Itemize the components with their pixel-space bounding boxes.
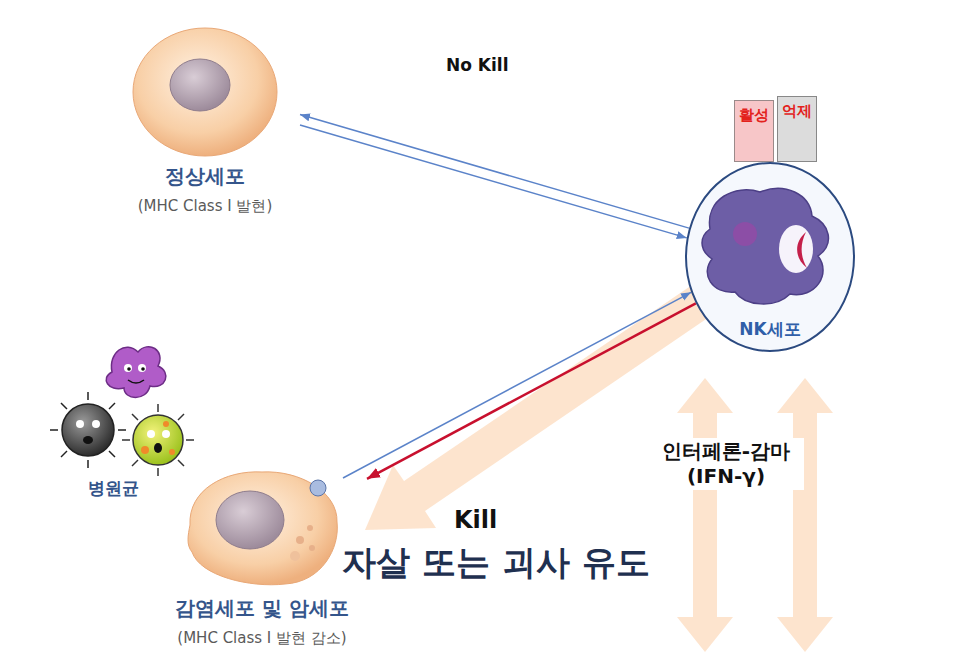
pathogen-yellow	[157, 468, 159, 476]
pathogen-yellow	[132, 414, 138, 420]
connector-arrow	[300, 125, 687, 238]
pathogen-yellow	[162, 430, 170, 438]
pathogen-yellow	[163, 421, 169, 427]
pathogen-yellow	[178, 460, 184, 466]
pathogen-yellow	[141, 446, 149, 454]
pathogen-purple	[141, 367, 145, 371]
nk-cell-picture	[797, 232, 807, 268]
edge-label: Kill	[452, 505, 499, 535]
node-title: NK세포	[739, 319, 800, 340]
normal-cell-picture	[133, 28, 277, 156]
infected-cell-picture	[216, 491, 284, 549]
ifn-arrow	[677, 378, 733, 652]
nk-cell-circle: NK세포	[685, 162, 855, 352]
node-title: 활성	[739, 106, 769, 125]
pathogen-black	[118, 429, 126, 431]
pathogen-black	[83, 436, 93, 444]
pathogen-yellow	[157, 404, 159, 412]
pathogen-purple	[106, 347, 166, 398]
pathogen-black	[109, 403, 115, 409]
pathogen-yellow	[169, 449, 175, 455]
nk-cell-picture	[702, 188, 828, 304]
normal-cell-picture	[133, 28, 277, 156]
pathogen-purple	[106, 347, 166, 398]
connector-arrow	[367, 303, 696, 478]
pathogen-yellow	[147, 430, 155, 438]
nk-cell-picture	[702, 188, 828, 304]
pathogen-purple	[128, 380, 144, 383]
pathogen-yellow	[132, 460, 138, 466]
node-title: 정상세포	[165, 164, 245, 189]
receptor-box: 억제	[777, 96, 817, 162]
nk-cell-picture	[779, 225, 813, 273]
pathogen-yellow	[154, 443, 162, 453]
pathogen-black	[87, 392, 89, 400]
nk-cell-picture	[686, 163, 854, 351]
infected-cell-picture	[307, 525, 313, 531]
pathogen-yellow	[122, 439, 130, 441]
pathogen-yellow	[122, 404, 194, 476]
infected-cell-picture	[296, 536, 304, 544]
infected-cell-picture	[309, 545, 315, 551]
node-subtitle: (MHC Class I 발현 감소)	[177, 629, 346, 648]
infected-cell-picture	[310, 480, 326, 496]
nk-cell-picture	[733, 222, 757, 246]
cell-node: 정상세포 (MHC Class I 발현)	[110, 22, 300, 222]
normal-cell-picture	[170, 59, 230, 111]
pathogen-yellow	[133, 415, 183, 465]
receptor-box: 활성	[734, 100, 774, 162]
pathogen-black	[50, 392, 126, 468]
node-subtitle: (MHC Class I 발현)	[138, 197, 273, 216]
pathogen-black	[76, 420, 84, 428]
pathogen-black	[62, 404, 114, 456]
effect-label: 자살 또는 괴사 유도	[342, 541, 650, 584]
infected-cell-picture	[188, 472, 337, 585]
pathogen-black	[92, 420, 100, 428]
ifn-arrow	[777, 378, 833, 652]
node-title: 억제	[782, 102, 812, 121]
pathogen-purple	[124, 364, 132, 372]
connector-arrow	[300, 115, 689, 229]
pathogen-black	[61, 451, 67, 457]
pathogen-black	[61, 403, 67, 409]
infected-cell-picture	[290, 551, 300, 561]
nk-cell-picture	[686, 163, 854, 351]
pathogen-black	[50, 429, 58, 431]
pathogen-black	[87, 460, 89, 468]
cytokine-label: 인터페론-감마 (IFN-γ)	[648, 438, 804, 490]
cell-node: 감염세포 및 암세포 (MHC Class I 발현 감소)	[157, 478, 367, 654]
pathogen-purple	[138, 364, 146, 372]
pathogen-label: 병원균	[88, 478, 139, 499]
pathogen-yellow	[186, 439, 194, 441]
pathogen-yellow	[178, 414, 184, 420]
connector-arrow	[343, 292, 691, 478]
node-title: 감염세포 및 암세포	[175, 596, 349, 621]
kill-band-arrow	[365, 283, 715, 530]
pathogen-black	[109, 451, 115, 457]
edge-label: No Kill	[444, 55, 510, 76]
infected-cell-picture	[188, 472, 337, 585]
pathogen-purple	[127, 367, 131, 371]
